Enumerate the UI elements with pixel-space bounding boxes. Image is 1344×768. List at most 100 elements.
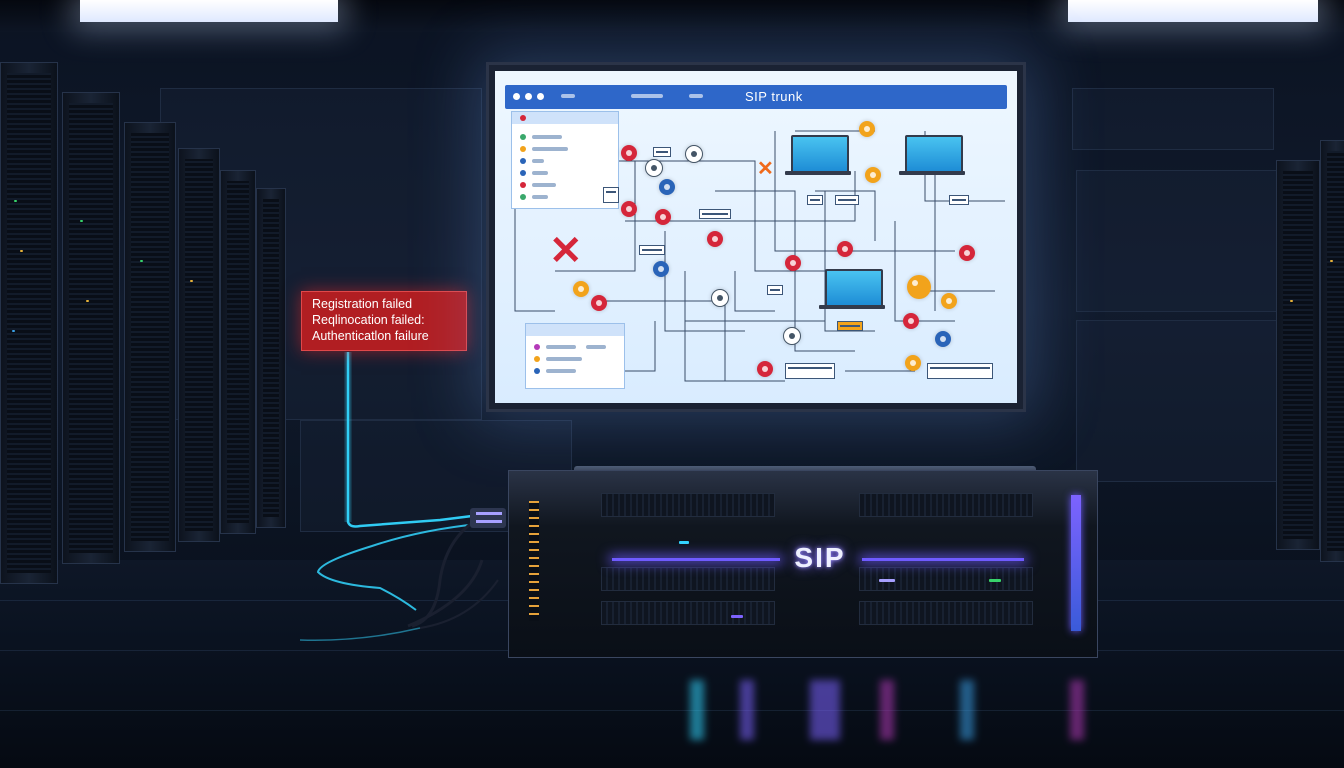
status-led	[679, 541, 689, 544]
network-node	[785, 255, 801, 271]
network-node	[903, 313, 919, 329]
status-led	[1330, 260, 1333, 262]
laptop-icon	[905, 135, 963, 173]
status-led	[879, 579, 895, 582]
floor-reflection	[810, 680, 840, 740]
drive-bay	[601, 493, 775, 517]
sip-server	[508, 470, 1098, 658]
ceiling-light-left	[80, 0, 338, 22]
network-node	[659, 179, 675, 195]
server-rack	[178, 148, 220, 542]
status-led	[80, 220, 83, 222]
network-node	[905, 355, 921, 371]
screen-title: SIP trunk	[745, 89, 803, 104]
diagram-label	[807, 195, 823, 205]
laptop-icon	[825, 269, 883, 307]
sip-glow-bar	[612, 558, 780, 561]
network-node	[653, 261, 669, 277]
diagram-label	[837, 321, 863, 331]
legend-panel	[525, 323, 625, 389]
server-rack	[1276, 160, 1320, 550]
network-node	[591, 295, 607, 311]
wall-monitor: SIP trunk	[486, 62, 1026, 412]
floor-reflection	[880, 680, 894, 740]
floor-reflection	[690, 680, 704, 740]
titlebar-text	[561, 94, 575, 98]
diagram-label	[639, 245, 665, 255]
network-node	[865, 167, 881, 183]
network-node	[711, 289, 729, 307]
network-node	[783, 327, 801, 345]
status-led	[1290, 300, 1293, 302]
network-node	[959, 245, 975, 261]
status-led	[731, 615, 743, 618]
drive-bay	[859, 493, 1033, 517]
server-rack	[256, 188, 286, 528]
diagram-label	[927, 363, 993, 379]
window-dot	[513, 93, 520, 100]
diagram-label	[785, 363, 835, 379]
diagram-label	[767, 285, 783, 295]
network-node	[859, 121, 875, 137]
floor-reflection	[960, 680, 974, 740]
status-led	[989, 579, 1001, 582]
status-light-bar	[1071, 495, 1081, 631]
error-banner: Registration failed Reqlinocation failed…	[301, 291, 467, 351]
status-led	[86, 300, 89, 302]
ceiling-light-right	[1068, 0, 1318, 22]
window-dot	[525, 93, 532, 100]
screen-titlebar: SIP trunk	[505, 85, 1007, 109]
server-rack	[220, 170, 256, 534]
status-led	[20, 250, 23, 252]
diagram-label	[653, 147, 671, 157]
laptop-base	[785, 171, 851, 175]
laptop-base	[899, 171, 965, 175]
error-line-registration: Registration failed	[312, 297, 413, 311]
network-node	[621, 201, 637, 217]
titlebar-text	[631, 94, 663, 98]
network-node	[573, 281, 589, 297]
drive-bay	[601, 567, 775, 591]
sip-glow-bar	[862, 558, 1024, 561]
network-node	[685, 145, 703, 163]
diagram-label	[949, 195, 969, 205]
laptop-icon	[791, 135, 849, 173]
laptop-base	[819, 305, 885, 309]
diagram-label	[699, 209, 731, 219]
network-node	[935, 331, 951, 347]
wall-panel	[1072, 88, 1274, 150]
drive-bay	[601, 601, 775, 625]
status-led	[140, 260, 143, 262]
server-rack	[124, 122, 176, 552]
x-icon: ✕	[549, 229, 583, 273]
network-node	[907, 275, 931, 299]
server-rack	[62, 92, 120, 564]
status-led	[190, 280, 193, 282]
server-rack	[0, 62, 58, 584]
drive-bay	[859, 601, 1033, 625]
diagram-label	[603, 187, 619, 203]
x-icon: ✕	[757, 158, 774, 180]
network-node	[941, 293, 957, 309]
wall-panel	[1076, 170, 1278, 312]
error-line-authentication: Authenticatlon failure	[312, 329, 429, 343]
network-node	[655, 209, 671, 225]
legend-panel	[511, 111, 619, 209]
titlebar-text	[689, 94, 703, 98]
floor-reflection	[1070, 680, 1084, 740]
server-label: SIP	[794, 542, 846, 573]
network-node	[645, 159, 663, 177]
error-line-relocation: Reqlinocation failed:	[312, 313, 425, 327]
window-dot	[537, 93, 544, 100]
floor-reflection	[740, 680, 754, 740]
server-rack	[1320, 140, 1344, 562]
diagram-label	[835, 195, 859, 205]
network-node	[837, 241, 853, 257]
network-node	[707, 231, 723, 247]
status-led	[14, 200, 17, 202]
monitor-screen: SIP trunk	[495, 71, 1017, 403]
network-node	[757, 361, 773, 377]
front-led-strip	[529, 501, 539, 621]
